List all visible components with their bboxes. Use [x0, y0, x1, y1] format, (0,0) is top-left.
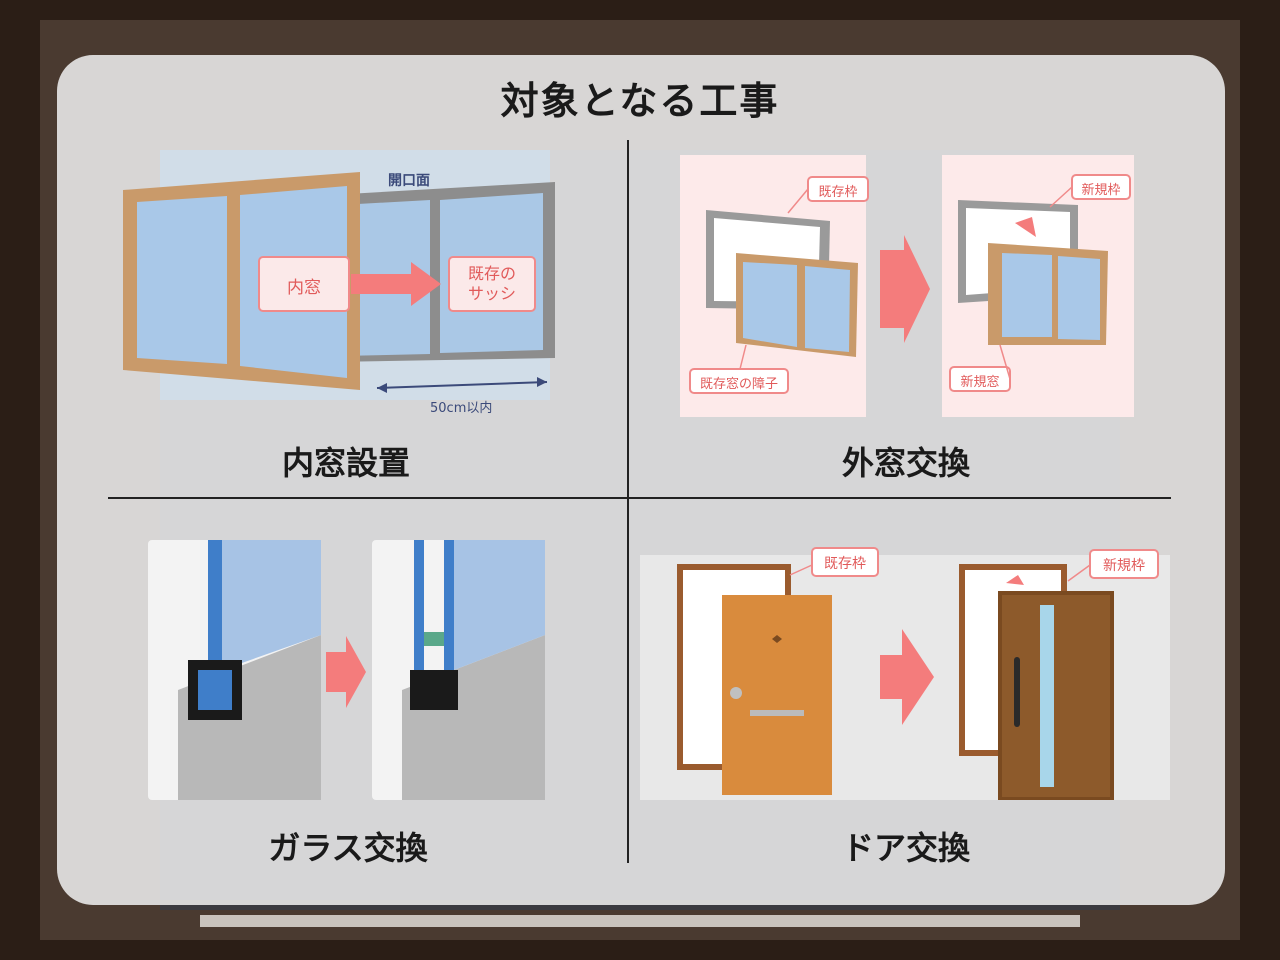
horizontal-divider [108, 497, 1171, 499]
vertical-divider [627, 140, 629, 863]
old-window-before [706, 210, 858, 357]
old-frame-tag: 既存枠 [818, 185, 858, 200]
section-label-outer-window: 外窓交換 [841, 444, 970, 482]
new-window-tag: 新規窓 [960, 375, 1000, 390]
door-old-frame-tag: 既存枠 [824, 556, 866, 572]
inner-window-illustration [123, 150, 555, 400]
section-label-glass: ガラス交換 [268, 829, 428, 867]
glass-before [178, 540, 321, 800]
old-door [722, 595, 832, 795]
door-new-frame-tag: 新規枠 [1103, 558, 1145, 574]
section-label-door: ドア交換 [841, 829, 970, 867]
existing-sash-tag-line1: 既存の [467, 264, 516, 283]
old-sash-tag: 既存窓の障子 [699, 377, 778, 392]
section-label-inner-window: 内窓設置 [281, 444, 410, 482]
new-frame-tag: 新規枠 [1081, 183, 1121, 198]
existing-sash-tag-line2: サッシ [467, 284, 516, 303]
depth-annotation: 50cm以内 [430, 401, 493, 416]
opening-annotation: 開口面 [388, 173, 430, 189]
inner-window-tag: 内窓 [287, 278, 321, 298]
glass-after [402, 540, 545, 800]
outer-window-illustration [680, 155, 1134, 417]
glass-exchange-illustration [148, 540, 545, 800]
page-title: 対象となる工事 [500, 79, 780, 123]
door-exchange-illustration [640, 547, 1170, 800]
new-window-after [958, 200, 1108, 345]
new-door [998, 575, 1114, 800]
